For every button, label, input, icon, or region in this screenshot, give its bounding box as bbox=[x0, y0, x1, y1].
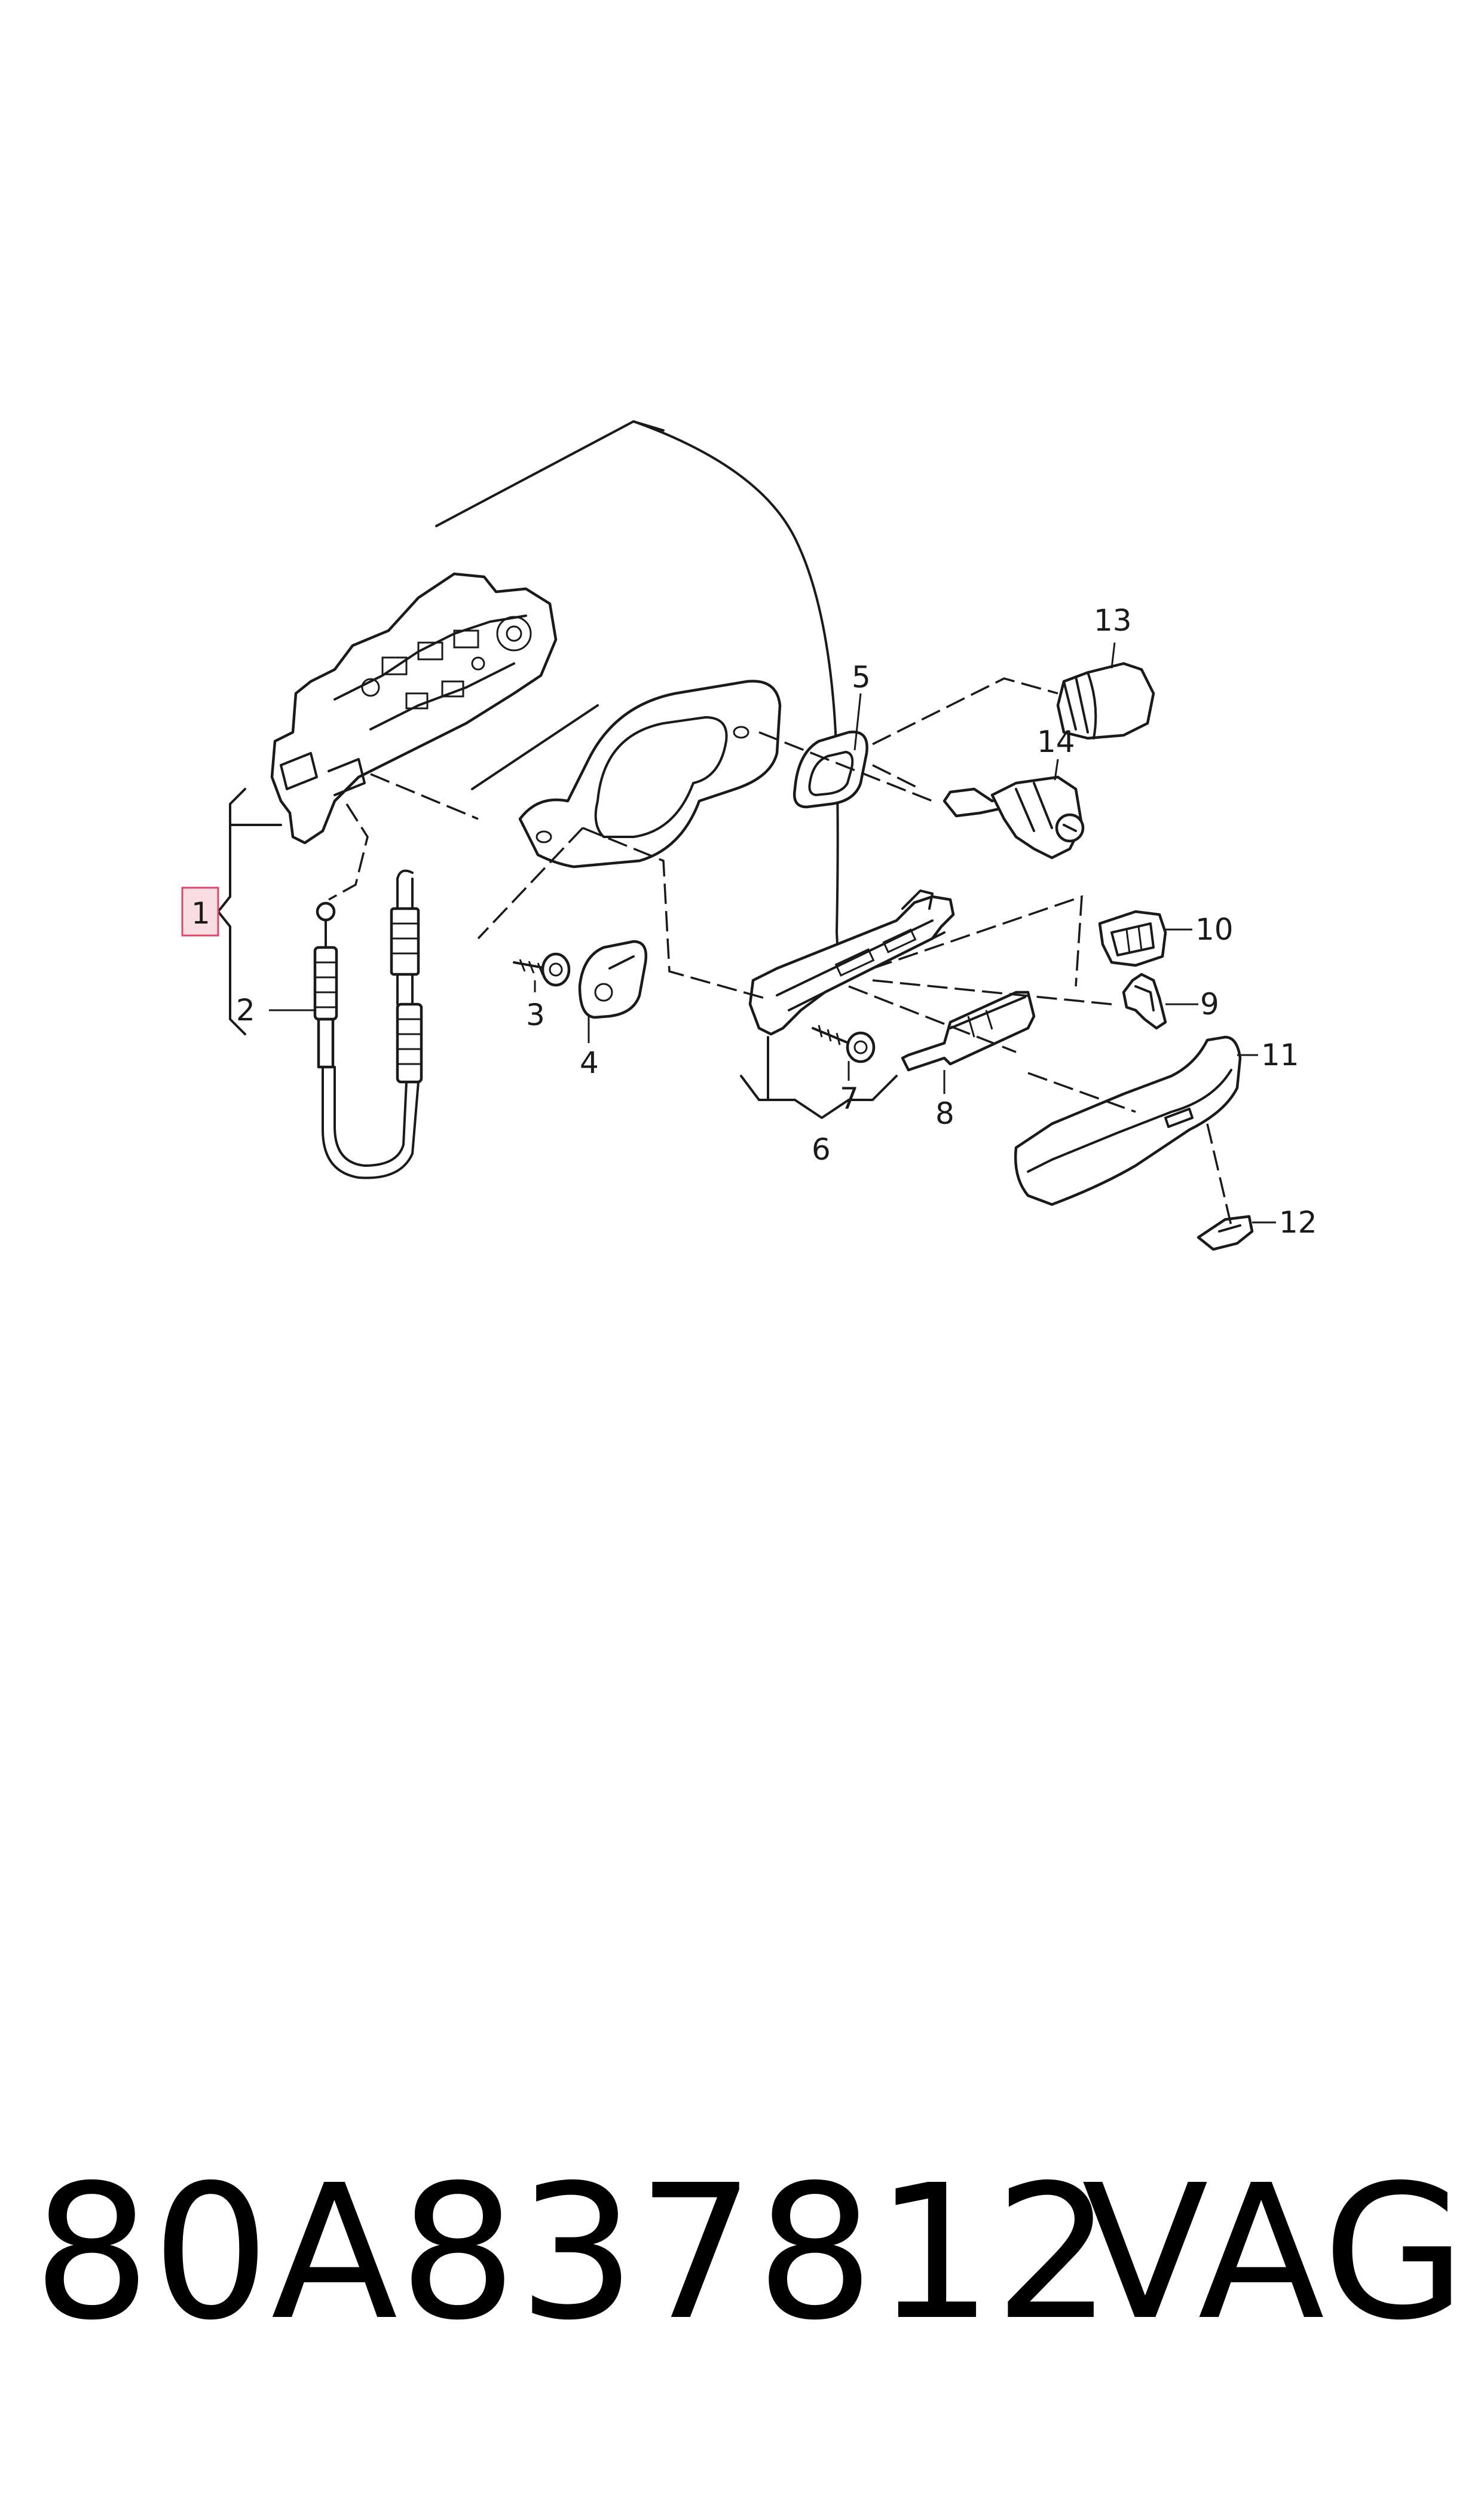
callout-1-highlight bbox=[181, 886, 219, 937]
callout-7: 7 bbox=[840, 1081, 859, 1116]
assembly-guide-lines bbox=[328, 677, 1232, 1226]
lock-cylinder-part-14 bbox=[943, 775, 1085, 860]
seal-part-4 bbox=[578, 940, 648, 1019]
handle-carrier-assembly bbox=[270, 572, 558, 845]
screw-part-7 bbox=[812, 1025, 876, 1063]
callout-13: 13 bbox=[1094, 603, 1132, 638]
callout-9: 9 bbox=[1200, 987, 1219, 1022]
screw-part-3 bbox=[513, 952, 571, 987]
handle-bracket-part-6 bbox=[748, 889, 955, 1036]
end-cap-part-13 bbox=[1056, 662, 1155, 740]
bracket-part-9 bbox=[1122, 973, 1167, 1030]
callout-8: 8 bbox=[935, 1096, 954, 1131]
callout-2: 2 bbox=[236, 993, 255, 1028]
callout-10: 10 bbox=[1195, 912, 1234, 947]
outer-handle-part-11 bbox=[1014, 1035, 1242, 1206]
gasket-part-5 bbox=[793, 730, 868, 809]
handle-recess bbox=[518, 680, 782, 869]
cover-part-12 bbox=[1197, 1215, 1254, 1251]
callout-4: 4 bbox=[580, 1045, 599, 1080]
part-number: 80A837812 bbox=[33, 2145, 1113, 2361]
callout-11: 11 bbox=[1261, 1038, 1299, 1072]
bowden-cable bbox=[313, 869, 423, 1179]
callout-14: 14 bbox=[1037, 724, 1075, 759]
group-bracket-6 bbox=[740, 1036, 898, 1119]
callout-labels: 1 2 3 4 5 6 7 8 9 10 11 12 13 14 bbox=[191, 603, 1317, 1240]
leader-lines bbox=[269, 642, 1276, 1224]
insert-part-8 bbox=[901, 990, 1036, 1072]
callout-12: 12 bbox=[1279, 1205, 1317, 1240]
brand-label: VAG bbox=[1082, 2145, 1468, 2361]
callout-3: 3 bbox=[526, 998, 545, 1032]
callout-5: 5 bbox=[852, 660, 871, 695]
door-handle-exploded-diagram: 1 2 3 4 5 6 7 8 9 10 11 12 13 14 bbox=[181, 420, 1317, 1251]
callout-1: 1 bbox=[191, 896, 210, 931]
callout-6: 6 bbox=[812, 1132, 831, 1167]
clip-part-10 bbox=[1098, 910, 1167, 967]
